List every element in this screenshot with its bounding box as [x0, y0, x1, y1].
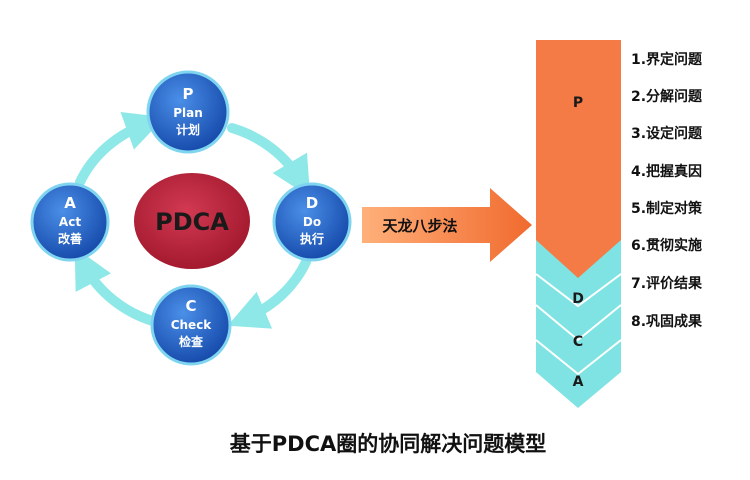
act-name: Act — [59, 215, 81, 229]
step-list: 1.界定问题 2.分解问题 3.设定问题 4.把握真因 5.制定对策 6.贯彻实… — [631, 51, 703, 330]
ring-arrow-do-to-check — [227, 257, 311, 329]
check-cn: 检查 — [179, 334, 204, 349]
diagram-caption: 基于PDCA圈的协同解决问题模型 — [230, 432, 547, 456]
step-item: 2.分解问题 — [631, 88, 703, 105]
column-segment-d: D — [572, 291, 584, 307]
column-chevron-2 — [535, 304, 622, 342]
act-letter: A — [64, 194, 76, 212]
step-item: 7.评价结果 — [631, 275, 703, 292]
ring-arrow-check-to-act — [74, 247, 161, 327]
pdca-center: PDCA — [134, 173, 250, 269]
cycle-ring — [74, 111, 311, 329]
ring-arrow-act-to-plan — [75, 111, 165, 187]
step-item: 4.把握真因 — [631, 163, 702, 180]
node-check: C Check 检查 — [150, 284, 232, 366]
step-item: 3.设定问题 — [631, 125, 703, 142]
eight-step-arrow-label: 天龙八步法 — [382, 217, 457, 235]
do-letter: D — [306, 194, 318, 212]
check-letter: C — [185, 297, 196, 315]
do-name: Do — [303, 215, 321, 229]
check-name: Check — [171, 318, 213, 332]
plan-name: Plan — [173, 106, 203, 120]
do-cn: 执行 — [300, 231, 324, 246]
column-teal-body — [536, 238, 621, 408]
eight-step-arrow: 天龙八步法 — [362, 188, 532, 262]
column-segment-a: A — [573, 374, 584, 390]
pdca-center-label: PDCA — [155, 208, 229, 236]
step-item: 5.制定对策 — [631, 200, 703, 217]
pdca-column: P D C A — [535, 40, 622, 408]
step-item: 6.贯彻实施 — [631, 237, 702, 254]
column-chevron-1 — [535, 273, 622, 308]
column-segment-c: C — [573, 334, 583, 350]
node-act: A Act 改善 — [30, 182, 110, 262]
step-item: 8.巩固成果 — [631, 313, 703, 330]
plan-cn: 计划 — [176, 122, 200, 137]
column-chevron-3 — [535, 339, 622, 376]
act-cn: 改善 — [58, 231, 82, 246]
node-plan: P Plan 计划 — [146, 70, 230, 154]
plan-letter: P — [183, 85, 194, 103]
step-item: 1.界定问题 — [631, 51, 703, 68]
column-segment-p: P — [573, 95, 583, 111]
ring-arrow-plan-to-do — [227, 123, 311, 198]
column-orange-block — [536, 40, 621, 278]
node-do: D Do 执行 — [272, 182, 352, 262]
